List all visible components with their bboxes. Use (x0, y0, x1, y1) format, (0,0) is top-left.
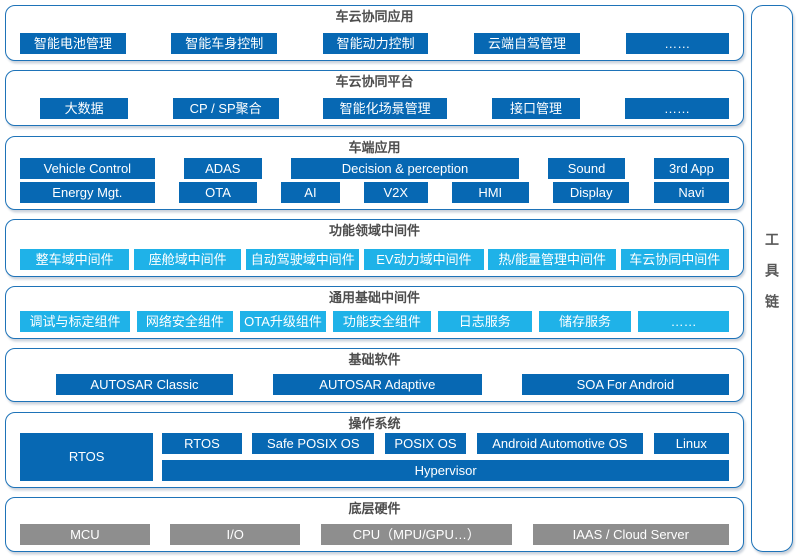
vehicle-app-chip: Navi (653, 181, 729, 203)
hardware-row: MCU I/O CPU（MPU/GPU…） IAAS / Cloud Server (20, 523, 729, 545)
layer-title: 通用基础中间件 (328, 290, 420, 306)
cloud-platform-chip: CP / SP聚合 (172, 98, 279, 120)
vehicle-app-chip: Display (552, 181, 630, 203)
os-chip: Android Automotive OS (476, 432, 643, 454)
layer-title: 车云协同平台 (335, 74, 414, 90)
os-body: RTOS RTOS Safe POSIX OS POSIX OS Android Au… (20, 432, 729, 481)
vehicle-app-chip: HMI (451, 181, 529, 203)
cloud-app-chip: 智能电池管理 (20, 33, 126, 54)
layer-stack: 车云协同应用 智能电池管理 智能车身控制 智能动力控制 云端自驾管理 …… 车云协同平台… (5, 5, 744, 552)
cloud-app-row: 智能电池管理 智能车身控制 智能动力控制 云端自驾管理 …… (20, 33, 729, 54)
base-software-chip: SOA For Android (521, 374, 729, 396)
domain-middleware-chip: EV动力域中间件 (364, 248, 484, 270)
cloud-app-chip: 云端自驾管理 (474, 33, 580, 54)
base-middleware-chip: …… (638, 311, 729, 333)
vehicle-app-chip: Vehicle Control (20, 157, 155, 179)
domain-middleware-chip: 自动驾驶域中间件 (246, 248, 360, 270)
layer-cloud-apps: 车云协同应用 智能电池管理 智能车身控制 智能动力控制 云端自驾管理 …… (5, 5, 744, 61)
layer-operating-system: 操作系统 RTOS RTOS Safe POSIX OS POSIX OS Andro… (5, 411, 744, 488)
base-software-chip: AUTOSAR Adaptive (273, 374, 482, 396)
base-middleware-chip: 日志服务 (437, 311, 532, 333)
domain-middleware-chip: 整车域中间件 (20, 248, 130, 270)
layer-title: 车云协同应用 (335, 9, 414, 24)
hypervisor-chip: Hypervisor (162, 459, 729, 481)
layer-base-software: 基础软件 AUTOSAR Classic AUTOSAR Adaptive SOA … (5, 348, 744, 403)
base-middleware-chip: 功能安全组件 (333, 311, 431, 333)
domain-middleware-chip: 车云协同中间件 (620, 248, 729, 270)
layer-cloud-platform: 车云协同平台 大数据 CP / SP聚合 智能化场景管理 接口管理 …… (5, 70, 744, 127)
vehicle-app-chip: Energy Mgt. (20, 181, 155, 203)
cloud-app-chip: 智能车身控制 (171, 33, 278, 54)
os-chip: Linux (653, 432, 729, 454)
os-right-column: RTOS Safe POSIX OS POSIX OS Android Automot… (162, 432, 729, 481)
layer-vehicle-apps: 车端应用 Vehicle Control ADAS Decision & perce… (5, 135, 744, 210)
vehicle-app-rows: Vehicle Control ADAS Decision & perception… (20, 157, 729, 203)
toolchain-bar: 工具链 (751, 5, 793, 552)
base-middleware-chip: 储存服务 (538, 311, 632, 333)
layer-hardware: 底层硬件 MCU I/O CPU（MPU/GPU…） IAAS / Cloud Ser… (5, 496, 744, 552)
domain-middleware-chip: 座舱域中间件 (133, 248, 242, 270)
layer-title: 操作系统 (348, 415, 401, 431)
vehicle-app-chip: Decision & perception (290, 157, 520, 179)
base-middleware-chip: 网络安全组件 (136, 311, 234, 333)
cloud-platform-chip: 智能化场景管理 (323, 98, 448, 120)
layer-title: 底层硬件 (348, 500, 401, 516)
hardware-chip: MCU (20, 523, 150, 545)
vehicle-app-chip: V2X (363, 181, 428, 203)
domain-middleware-chip: 热/能量管理中间件 (488, 248, 616, 270)
vehicle-app-row-2: Energy Mgt. OTA AI V2X HMI Display Navi (20, 181, 729, 203)
layer-title: 基础软件 (348, 352, 401, 368)
base-software-row: AUTOSAR Classic AUTOSAR Adaptive SOA For A… (20, 374, 729, 396)
cloud-app-chip: 智能动力控制 (322, 33, 429, 54)
os-chip: POSIX OS (384, 432, 467, 454)
vehicle-app-chip: 3rd App (653, 157, 729, 179)
cloud-app-chip: …… (625, 33, 729, 54)
toolchain-label: 工具链 (764, 232, 780, 325)
cloud-platform-chip: 接口管理 (491, 98, 581, 120)
vehicle-app-chip: ADAS (183, 157, 262, 179)
vehicle-app-row-1: Vehicle Control ADAS Decision & perception… (20, 157, 729, 179)
os-row: RTOS Safe POSIX OS POSIX OS Android Automot… (162, 432, 729, 454)
os-chip: Safe POSIX OS (252, 432, 375, 454)
hardware-chip: CPU（MPU/GPU…） (320, 523, 513, 545)
cloud-platform-chip: 大数据 (40, 98, 129, 120)
base-middleware-chip: OTA升级组件 (239, 311, 327, 333)
cloud-platform-row: 大数据 CP / SP聚合 智能化场景管理 接口管理 …… (20, 98, 729, 120)
rtos-main-chip: RTOS (20, 432, 154, 481)
hardware-chip: IAAS / Cloud Server (532, 523, 729, 545)
hardware-chip: I/O (170, 523, 301, 545)
vehicle-app-chip: AI (281, 181, 340, 203)
os-chip: RTOS (162, 432, 242, 454)
base-software-chip: AUTOSAR Classic (56, 374, 233, 396)
vehicle-app-chip: Sound (548, 157, 625, 179)
base-middleware-chip: 调试与标定组件 (20, 311, 130, 333)
vehicle-app-chip: OTA (179, 181, 258, 203)
cloud-platform-chip: …… (624, 98, 729, 120)
layer-title: 功能领域中间件 (328, 222, 420, 238)
layer-title: 车端应用 (348, 139, 401, 155)
